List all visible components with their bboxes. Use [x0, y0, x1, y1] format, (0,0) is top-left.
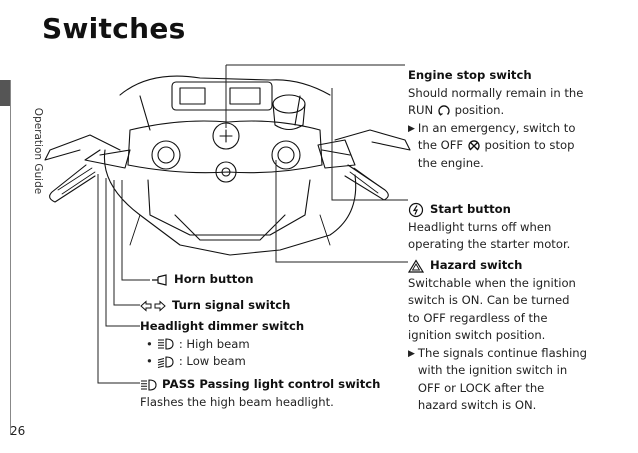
horn-button-title: Horn button	[174, 272, 254, 286]
run-icon	[438, 104, 450, 116]
handlebar-left	[99, 149, 131, 156]
passing-switch-desc: Flashes the high beam headlight.	[140, 394, 334, 409]
hazard-switch-note2: with the ignition switch in	[417, 363, 568, 377]
hazard-switch-line1: Switchable when the ignition	[408, 275, 576, 290]
engine-stop-note3: the engine.	[417, 155, 484, 170]
dimmer-low-label: : Low beam	[178, 354, 246, 368]
horn-icon	[152, 273, 167, 286]
horn-button-callout: Horn button	[150, 271, 254, 289]
turn-signal-callout: Turn signal switch	[140, 297, 290, 315]
leader-passing	[97, 174, 140, 384]
handlebar-right	[321, 149, 351, 156]
engine-stop-note1: In an emergency, switch to	[417, 120, 576, 135]
hazard-switch-title: Hazard switch	[430, 258, 523, 272]
reservoir-body	[272, 103, 306, 131]
leader-dimmer	[105, 178, 140, 327]
right-grip	[344, 164, 389, 201]
hazard-switch-line4: ignition switch position.	[408, 328, 546, 342]
hazard-switch-callout: Hazard switch Switchable when the igniti…	[408, 257, 633, 415]
dimmer-switch-callout: Headlight dimmer switch • : High beam • …	[140, 318, 304, 371]
turn-signal-icon	[140, 300, 166, 312]
engine-stop-line1: Should normally remain in the	[408, 85, 584, 100]
fairing-lower	[103, 149, 357, 256]
passing-beam-icon	[141, 379, 157, 391]
leader-turn-signal	[113, 180, 140, 306]
engine-stop-note2-post: position to stop	[484, 138, 575, 152]
passing-switch-title: Passing light control switch	[199, 377, 381, 391]
page-title: Switches	[42, 12, 186, 45]
clutch-lever	[44, 134, 121, 161]
hazard-switch-note3: OFF or LOCK after the	[417, 380, 545, 395]
gauge-right	[229, 87, 261, 105]
steering-stem-nut	[215, 161, 237, 183]
start-button-line1: Headlight turns off when	[408, 219, 552, 234]
hazard-switch-line3: to OFF regardless of the	[408, 310, 548, 325]
off-icon	[468, 139, 480, 150]
fork-cap-right	[271, 140, 301, 170]
fairing-top	[119, 75, 331, 96]
engine-stop-callout: Engine stop switch Should normally remai…	[408, 67, 633, 172]
section-divider	[10, 80, 11, 435]
pass-word: PASS	[162, 377, 196, 391]
leader-hazard	[275, 160, 408, 263]
dimmer-switch-title: Headlight dimmer switch	[140, 319, 305, 333]
fuel-tank-top	[147, 179, 311, 236]
section-tab	[0, 80, 11, 106]
turn-signal-title: Turn signal switch	[172, 298, 291, 312]
low-beam-icon	[157, 356, 174, 368]
right-switch-housing	[317, 139, 356, 169]
fork-cap-left	[151, 140, 181, 170]
start-button-icon	[408, 202, 424, 217]
gauge-left	[179, 87, 206, 105]
leader-horn	[121, 180, 150, 281]
engine-stop-run-post: position.	[454, 103, 505, 117]
hazard-switch-line2: switch is ON. Can be turned	[408, 293, 570, 307]
start-button-title: Start button	[430, 202, 511, 216]
hazard-switch-note4: hazard switch is ON.	[417, 398, 537, 412]
note-arrow-icon: ▶	[408, 123, 415, 134]
passing-switch-callout: PASS Passing light control switch Flashe…	[140, 376, 380, 411]
engine-stop-note2-pre: the OFF	[417, 138, 464, 152]
dimmer-high-label: : High beam	[178, 336, 250, 351]
page-number: 26	[10, 424, 26, 438]
start-button-line2: operating the starter motor.	[408, 237, 571, 251]
instrument-cluster	[171, 81, 273, 111]
start-button-callout: Start button Headlight turns off when op…	[408, 201, 633, 254]
left-grip	[49, 164, 96, 203]
note-arrow-icon: ▶	[408, 348, 415, 359]
leader-start-button	[331, 88, 408, 201]
left-switch-housing	[84, 149, 131, 169]
tank-inner	[174, 214, 286, 241]
hazard-switch-note1: The signals continue flashing	[417, 345, 588, 360]
brake-lever	[334, 129, 411, 151]
hazard-icon	[408, 259, 424, 273]
engine-stop-title: Engine stop switch	[408, 68, 532, 82]
high-beam-icon	[157, 338, 174, 350]
engine-stop-run-pre: RUN	[408, 103, 434, 117]
triple-clamp	[127, 120, 323, 174]
